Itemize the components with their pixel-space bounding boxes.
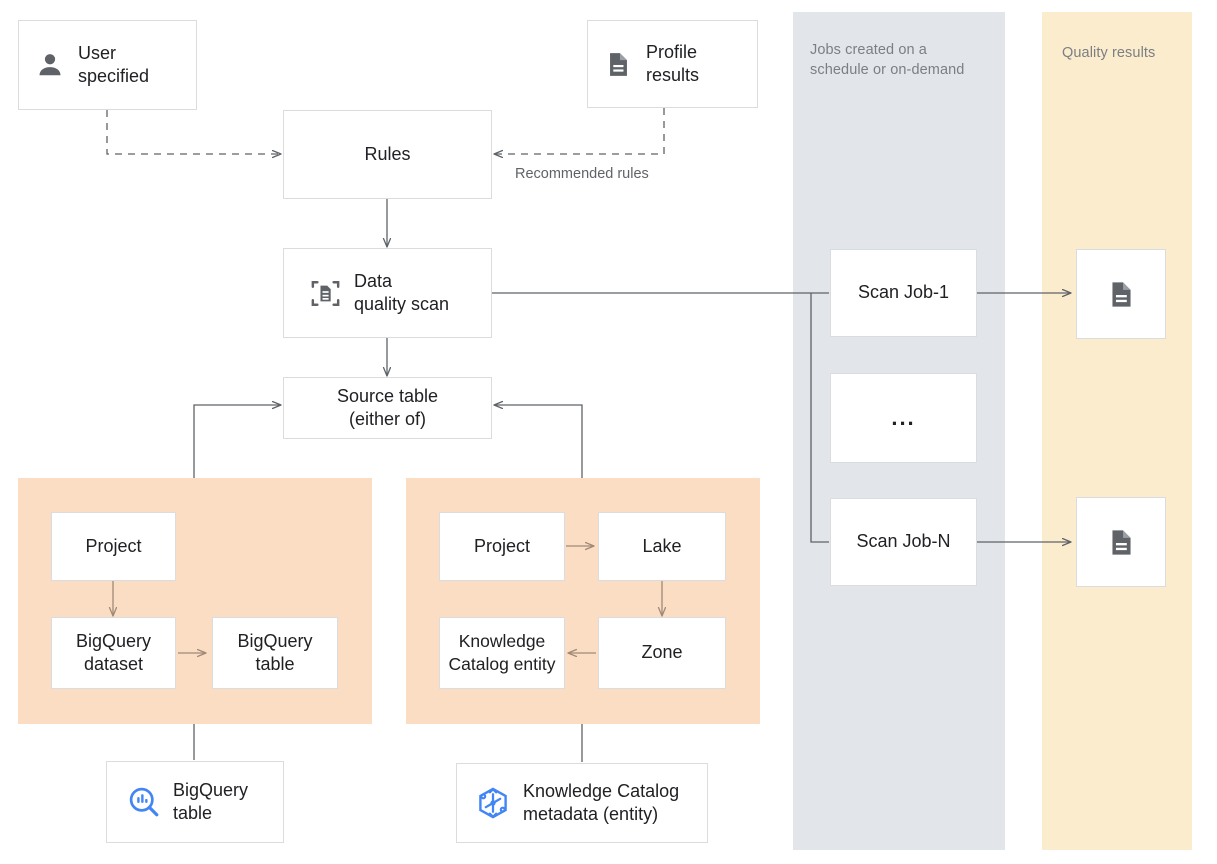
data-catalog-icon [475,785,511,821]
node-label: Scan Job-N [856,531,951,552]
node-quality-result-1[interactable] [1076,249,1166,339]
node-rules[interactable]: Rules [283,110,492,199]
node-label: BigQuery dataset [75,630,152,674]
node-bigquery-table[interactable]: BigQuery table [212,617,338,689]
node-label: Rules [364,143,411,164]
node-label: BigQuery table [173,779,249,823]
node-label: ... [891,404,916,430]
node-zone[interactable]: Zone [598,617,726,689]
node-label: Project [473,535,531,556]
node-label: Source table (either of) [336,385,439,429]
node-quality-result-n[interactable] [1076,497,1166,587]
node-knowledge-catalog-metadata[interactable]: Knowledge Catalog metadata (entity) [456,763,708,843]
recommended-rules-label: Recommended rules [515,166,649,182]
node-label: BigQuery table [237,630,313,674]
node-profile-results[interactable]: Profile results [587,20,758,108]
results-panel [1042,12,1192,850]
node-label: Scan Job-1 [857,282,950,303]
node-user-specified[interactable]: User specified [18,20,197,110]
node-lake[interactable]: Lake [598,512,726,581]
node-label: Zone [641,642,683,663]
node-scan-job-more[interactable]: ... [830,373,977,463]
node-data-quality-scan[interactable]: Data quality scan [283,248,492,338]
node-label: Knowledge Catalog metadata (entity) [523,780,680,824]
node-project-dataplex[interactable]: Project [439,512,565,581]
document-icon [604,50,633,79]
node-label: Knowledge Catalog entity [448,631,556,674]
node-bigquery-dataset[interactable]: BigQuery dataset [51,617,176,689]
node-label: Profile results [646,41,700,85]
node-label: User specified [78,42,150,86]
jobs-panel-label: Jobs created on a schedule or on-demand [810,42,965,78]
node-project-bigquery[interactable]: Project [51,512,176,581]
node-knowledge-catalog-entity[interactable]: Knowledge Catalog entity [439,617,565,689]
scan-document-icon [310,278,341,309]
node-scan-job-n[interactable]: Scan Job-N [830,498,977,586]
results-panel-label: Quality results [1062,45,1156,61]
node-scan-job-1[interactable]: Scan Job-1 [830,249,977,337]
person-icon [35,50,65,80]
node-label: Data quality scan [354,270,450,314]
node-bigquery-table-source[interactable]: BigQuery table [106,761,284,843]
document-icon [1106,527,1137,558]
document-icon [1106,279,1137,310]
bigquery-icon [127,785,161,819]
node-label: Lake [642,535,682,556]
node-source-table[interactable]: Source table (either of) [283,377,492,439]
node-label: Project [85,535,142,556]
